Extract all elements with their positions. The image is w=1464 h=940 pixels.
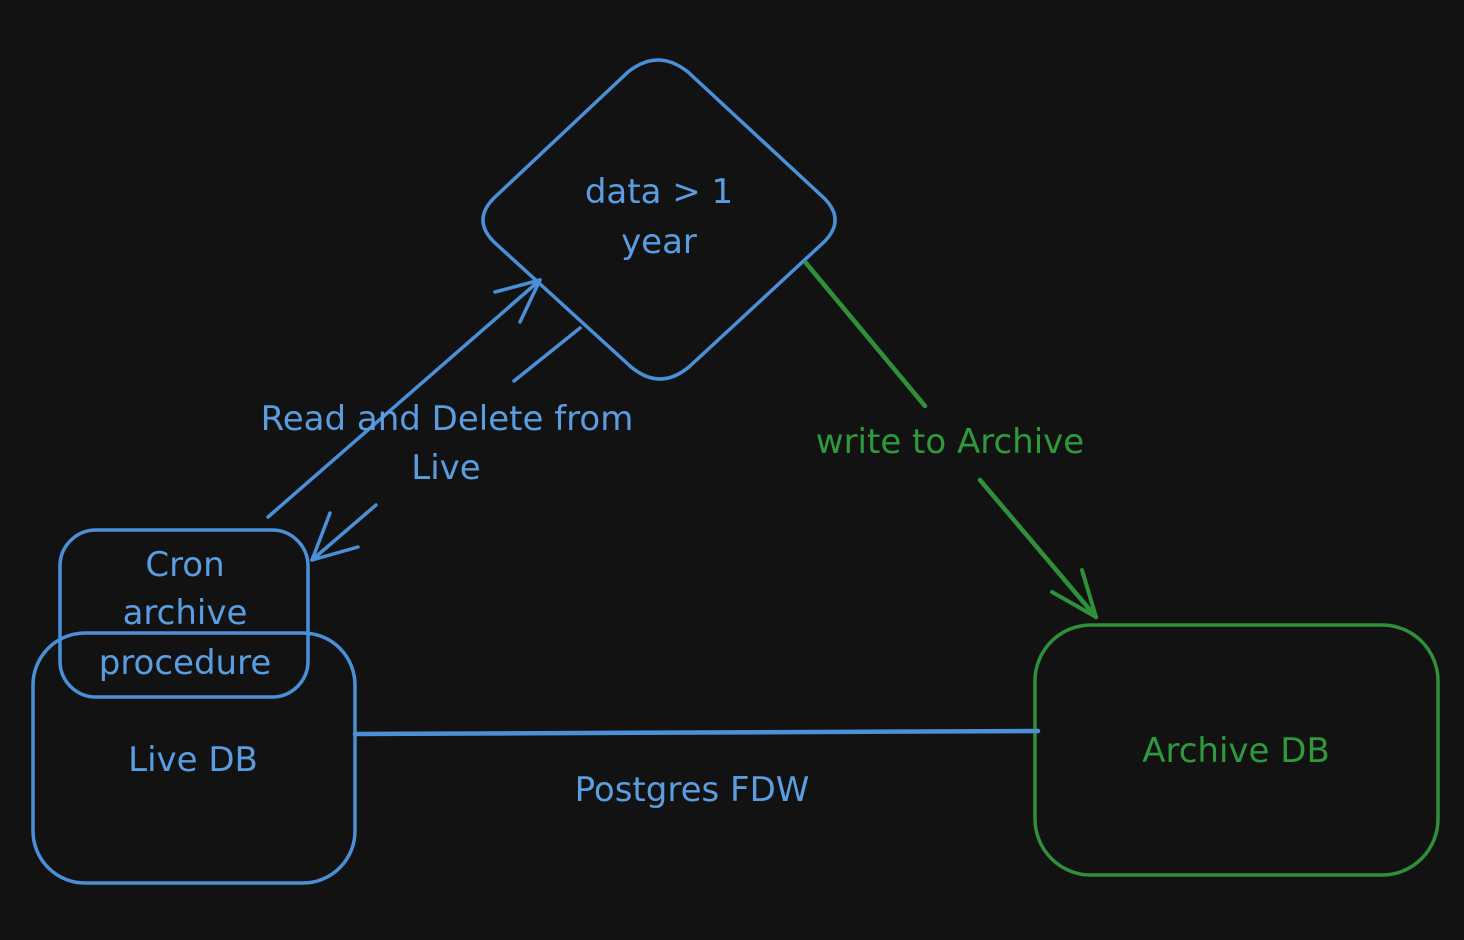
delete-arrow-head: [310, 511, 360, 562]
cron-archive-node[interactable]: [58, 528, 310, 699]
delete-arrow[interactable]: [310, 326, 582, 562]
read-delete-label-line2: Live: [411, 448, 480, 488]
write-archive-label: write to Archive: [816, 422, 1084, 462]
archive-db-label: Archive DB: [1142, 731, 1330, 771]
cron-label-line1: Cron: [145, 545, 224, 585]
delete-arrow-line-upper: [512, 326, 582, 383]
archive-db-node[interactable]: [1033, 623, 1440, 877]
decision-diamond[interactable]: [481, 58, 837, 381]
read-arrow-head: [493, 278, 542, 324]
write-arrow-line-lower: [977, 477, 1099, 620]
live-db-label: Live DB: [128, 740, 258, 780]
write-archive-arrow[interactable]: [803, 260, 1099, 620]
decision-label-line2: year: [621, 222, 697, 262]
cron-label-line2: archive: [123, 593, 248, 633]
live-db-node[interactable]: [31, 631, 357, 885]
decision-label-line1: data > 1: [585, 172, 733, 212]
write-arrow-line-upper: [803, 260, 928, 409]
read-delete-label-line1: Read and Delete from: [261, 399, 634, 439]
read-arrow-line: [266, 278, 542, 519]
cron-label-line3: procedure: [99, 643, 272, 683]
fdw-connector-line[interactable]: [352, 728, 1041, 737]
delete-arrow-line-lower: [310, 503, 378, 562]
read-arrow[interactable]: [266, 278, 542, 519]
fdw-label: Postgres FDW: [575, 770, 810, 810]
write-arrow-head: [1050, 568, 1098, 619]
